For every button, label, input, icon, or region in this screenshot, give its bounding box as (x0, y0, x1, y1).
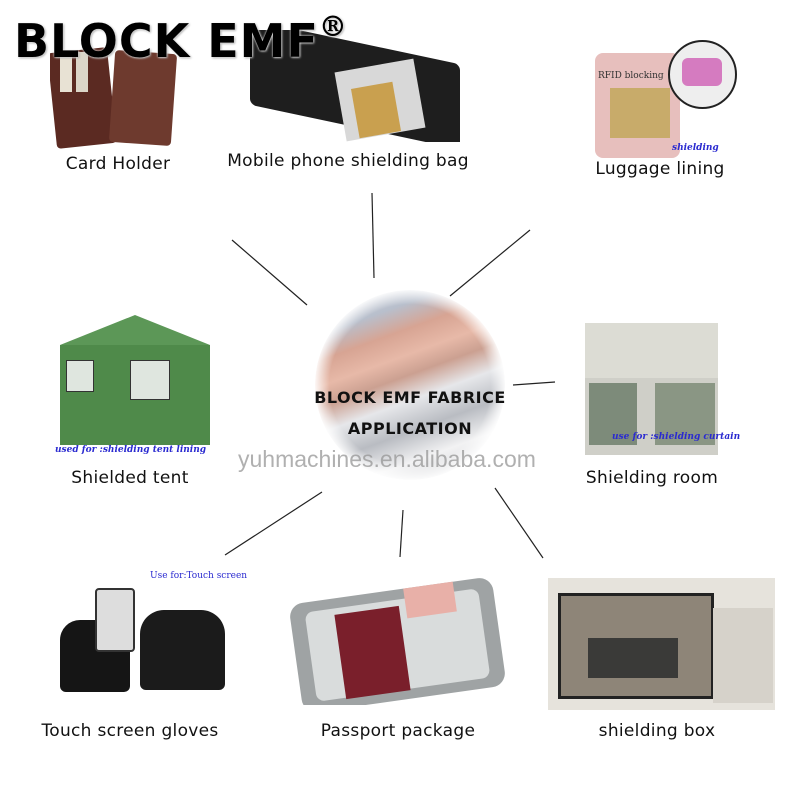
center-title-line2: APPLICATION (347, 419, 473, 438)
connector-line (494, 487, 544, 559)
connector-line (399, 509, 404, 558)
shielded-tent-image (50, 315, 218, 445)
label-card-holder: Card Holder (65, 154, 171, 174)
center-title-line1: BLOCK EMF FABRICE (314, 388, 506, 407)
fabric-image (315, 290, 505, 480)
passport-package-image (290, 565, 505, 705)
label-shielded-tent: Shielded tent (71, 468, 189, 488)
connector-line (449, 229, 531, 297)
label-shielding-room: Shielding room (585, 468, 719, 488)
shielding-box-image (548, 578, 775, 710)
label-luggage-lining: Luggage lining (595, 159, 725, 179)
touch-gloves-image (55, 570, 228, 695)
logo-text: BLOCK EMF (14, 14, 319, 68)
label-passport-package: Passport package (320, 721, 476, 741)
label-touch-gloves: Touch screen gloves (41, 721, 219, 741)
registered-mark: ® (318, 10, 348, 43)
connector-line (371, 192, 375, 279)
note-tent: used for :shielding tent lining (55, 445, 207, 455)
connector-line (512, 381, 556, 386)
note-rfid: RFID blocking (598, 71, 664, 81)
connector-line (224, 491, 323, 556)
note-touch: Use for:Touch screen (150, 571, 248, 581)
luggage-lining-image (590, 28, 740, 160)
note-shielding: shielding (672, 143, 719, 153)
label-phone-bag: Mobile phone shielding bag (227, 151, 469, 171)
watermark: yuhmachines.en.alibaba.com (238, 446, 536, 472)
brand-logo: BLOCK EMF® (14, 10, 348, 68)
shielding-room-image (585, 323, 718, 455)
note-curtain: use for :shielding curtain (612, 432, 741, 442)
connector-line (231, 239, 308, 306)
card-holder-image (50, 40, 180, 150)
label-shielding-box: shielding box (598, 721, 716, 741)
